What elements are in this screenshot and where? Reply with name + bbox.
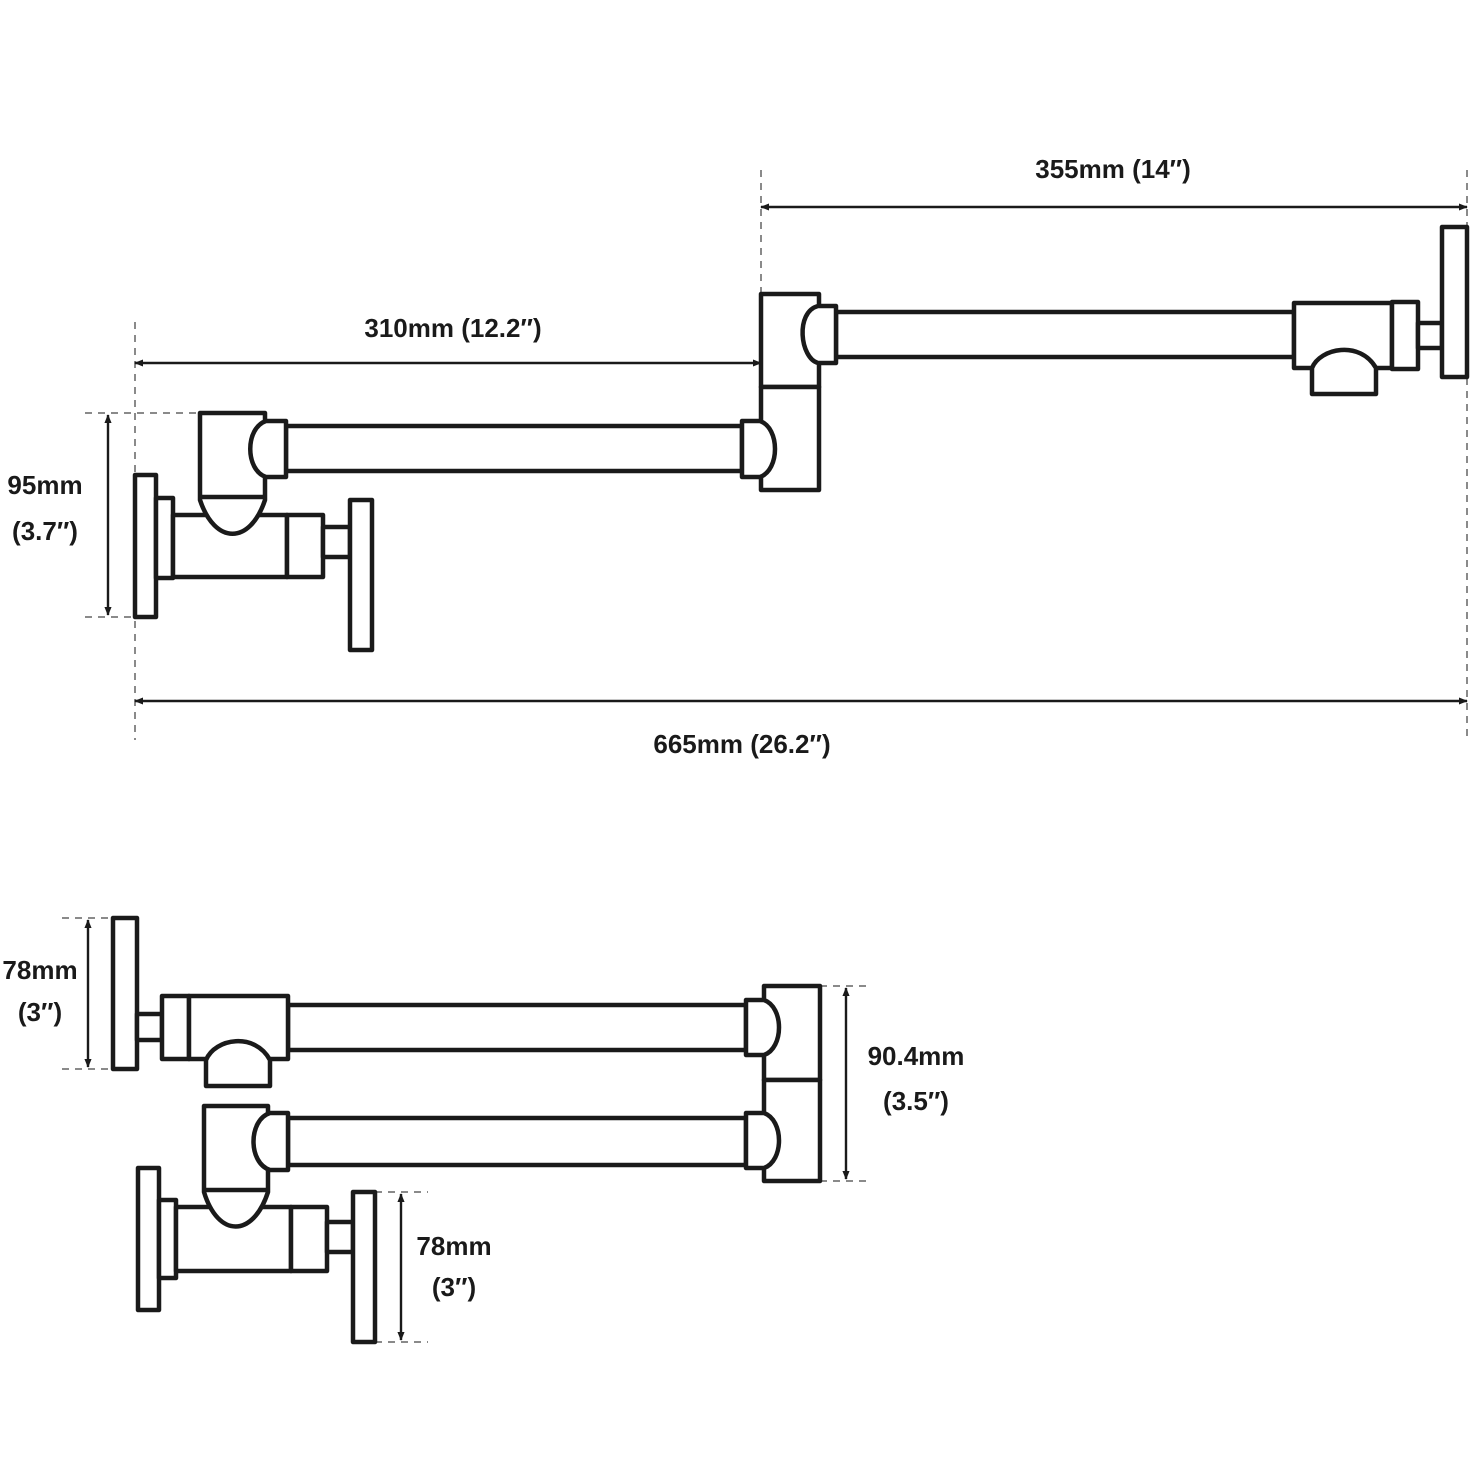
folded-wall-flange bbox=[135, 1165, 162, 1313]
folded-spout-collar bbox=[159, 993, 192, 1062]
lower-arm-pipe bbox=[283, 423, 745, 474]
label-fold-height-mm: 90.4mm bbox=[868, 1041, 965, 1071]
folded-joint-collar-lower bbox=[743, 1110, 782, 1171]
label-total-length: 665mm (26.2″) bbox=[653, 729, 830, 759]
base-handle-stem bbox=[320, 524, 353, 560]
wall-flange bbox=[132, 472, 159, 620]
spout-outlet bbox=[1309, 347, 1379, 397]
label-first-arm-length: 310mm (12.2″) bbox=[364, 313, 541, 343]
folded-joint-collar-upper bbox=[743, 997, 782, 1058]
label-body-height-mm: 95mm bbox=[7, 470, 82, 500]
folded-view: 78mm (3″) 90.4mm (3.5″) 78mm (3″) bbox=[2, 915, 965, 1345]
base-collar bbox=[248, 418, 289, 480]
spout-valve-collar bbox=[1389, 299, 1421, 372]
folded-lower-pipe bbox=[285, 1115, 749, 1168]
label-body-height-in: (3.7″) bbox=[12, 516, 78, 546]
label-extension-arm-length: 355mm (14″) bbox=[1035, 154, 1191, 184]
spout-valve-handle bbox=[1439, 224, 1470, 380]
faucet-folded bbox=[110, 915, 823, 1345]
folded-spout-handle bbox=[110, 915, 140, 1072]
extended-view: 355mm (14″) 310mm (12.2″) 95mm (3.7″) 66… bbox=[7, 154, 1470, 759]
folded-base-handle bbox=[350, 1189, 378, 1345]
folded-spout-stem bbox=[134, 1011, 165, 1043]
base-valve-handle bbox=[347, 497, 375, 653]
spout-handle-stem bbox=[1415, 320, 1445, 351]
label-base-valve-mm: 78mm bbox=[416, 1231, 491, 1261]
folded-upper-pipe bbox=[285, 1002, 749, 1053]
label-spout-valve-mm: 78mm bbox=[2, 955, 77, 985]
upper-arm-pipe bbox=[833, 309, 1297, 360]
folded-base-riser-collar bbox=[251, 1110, 291, 1173]
label-fold-height-in: (3.5″) bbox=[883, 1086, 949, 1116]
label-base-valve-in: (3″) bbox=[432, 1272, 476, 1302]
wall-connector bbox=[153, 495, 176, 581]
faucet-extended bbox=[132, 224, 1470, 653]
folded-base-stem bbox=[324, 1219, 356, 1255]
folded-base-collar bbox=[288, 1204, 330, 1274]
joint-collar-lower bbox=[739, 418, 778, 480]
joint-collar-upper bbox=[800, 303, 839, 366]
label-spout-valve-in: (3″) bbox=[18, 997, 62, 1027]
folded-wall-connector bbox=[156, 1197, 179, 1281]
folded-spout-outlet bbox=[203, 1039, 273, 1089]
base-valve-collar bbox=[284, 512, 326, 580]
